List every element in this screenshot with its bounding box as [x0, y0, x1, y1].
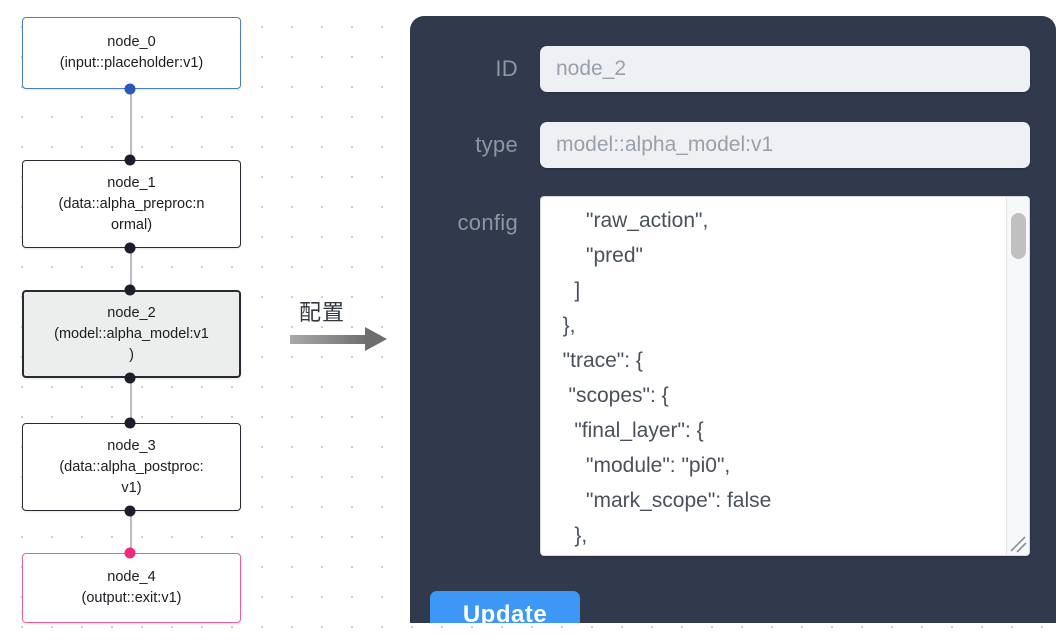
node-config-panel: ID type config "raw_action", "pred" ] },…	[410, 16, 1056, 623]
graph-node-node_0[interactable]: node_0 (input::placeholder:v1)	[22, 17, 241, 89]
port-node_1-out[interactable]	[124, 242, 136, 254]
edge-node0-node1	[130, 89, 132, 160]
config-field-label: config	[457, 210, 518, 235]
graph-node-node_1[interactable]: node_1 (data::alpha_preproc:n ormal)	[22, 160, 241, 248]
node-label: node_4 (output::exit:v1)	[81, 569, 182, 606]
vertical-scrollbar[interactable]	[1006, 197, 1029, 555]
port-node_4-in[interactable]	[124, 547, 136, 559]
port-node_2-out[interactable]	[124, 372, 136, 384]
field-row-config: config "raw_action", "pred" ] }, "trace"…	[420, 196, 1030, 556]
id-input[interactable]	[540, 46, 1030, 92]
type-input[interactable]	[540, 122, 1030, 168]
resize-grip-icon[interactable]	[1008, 534, 1028, 554]
transition-annotation: 配置	[285, 295, 405, 370]
edge-node3-node4	[130, 511, 132, 553]
node-label: node_1 (data::alpha_preproc:n ormal)	[58, 174, 205, 233]
right-arrow-icon	[290, 335, 368, 344]
scrollbar-thumb[interactable]	[1011, 213, 1026, 259]
config-textarea[interactable]: "raw_action", "pred" ] }, "trace": { "sc…	[540, 196, 1030, 556]
type-field-label: type	[475, 132, 518, 157]
node-label: node_3 (data::alpha_postproc: v1)	[59, 437, 204, 496]
update-button[interactable]: Update	[430, 591, 580, 623]
graph-node-node_3[interactable]: node_3 (data::alpha_postproc: v1)	[22, 423, 241, 511]
transition-label: 配置	[299, 301, 346, 326]
config-editor: "raw_action", "pred" ] }, "trace": { "sc…	[540, 196, 1030, 556]
field-row-id: ID	[420, 46, 1030, 92]
field-row-type: type	[420, 122, 1030, 168]
edge-node2-node3	[130, 378, 132, 423]
right-arrow-head-icon	[365, 327, 387, 351]
port-node_3-out[interactable]	[124, 505, 136, 517]
graph-node-node_4[interactable]: node_4 (output::exit:v1)	[22, 553, 241, 623]
port-node_0-out[interactable]	[124, 83, 136, 95]
edge-node1-node2	[130, 248, 132, 290]
graph-node-node_2[interactable]: node_2 (model::alpha_model:v1 )	[22, 290, 241, 378]
port-node_3-in[interactable]	[124, 417, 136, 429]
port-node_2-in[interactable]	[124, 284, 136, 296]
id-field-label: ID	[495, 56, 518, 81]
node-label: node_2 (model::alpha_model:v1 )	[54, 304, 209, 363]
node-label: node_0 (input::placeholder:v1)	[59, 34, 204, 71]
port-node_1-in[interactable]	[124, 154, 136, 166]
